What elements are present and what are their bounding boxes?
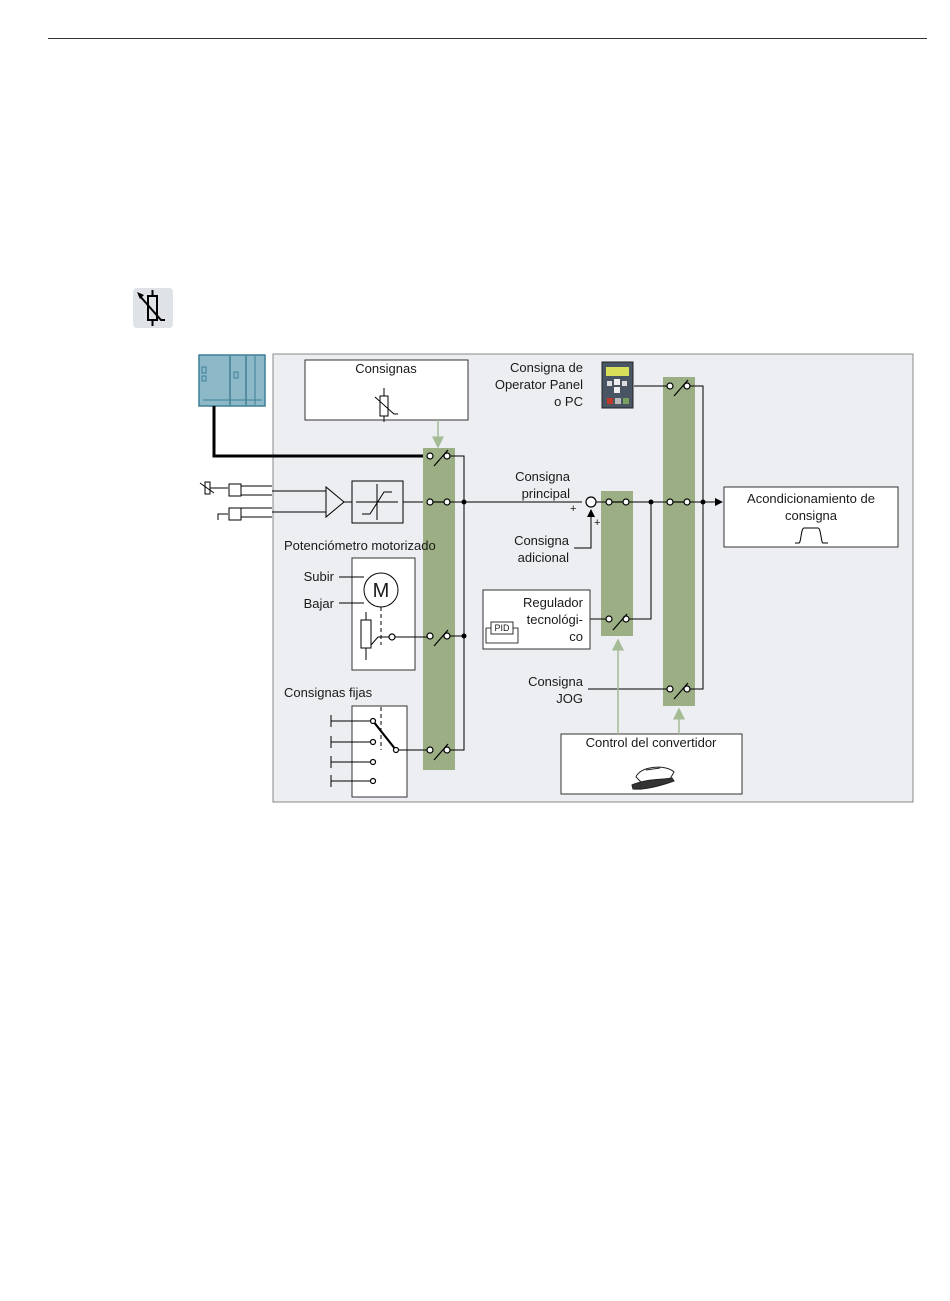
op-panel-label-3: o PC	[554, 394, 583, 409]
switch-bar-main	[423, 448, 455, 770]
add-setpoint-label-2: adicional	[518, 550, 569, 565]
op-panel-label-1: Consigna de	[510, 360, 583, 375]
summing-point	[586, 497, 596, 507]
conditioning-label-2: consigna	[785, 508, 838, 523]
add-setpoint-label-1: Consigna	[514, 533, 570, 548]
plus-add: +	[594, 517, 600, 529]
switch-bar-pid	[601, 491, 633, 636]
pid-label-1: Regulador	[523, 595, 584, 610]
conditioning-label-1: Acondicionamiento de	[747, 491, 875, 506]
pid-label-3: co	[569, 629, 583, 644]
switch-bar-output	[663, 377, 695, 706]
pid-tag: PID	[494, 623, 510, 633]
plus-main: +	[570, 503, 576, 515]
setpoint-source-label: Consignas	[355, 361, 417, 376]
motpot-label: Potenciómetro motorizado	[284, 538, 436, 553]
operator-panel-icon	[602, 362, 633, 408]
drive-control-label: Control del convertidor	[586, 735, 717, 750]
up-label: Subir	[304, 569, 335, 584]
fixed-setpoints-box	[352, 706, 407, 797]
motor-letter: M	[373, 580, 390, 602]
op-panel-label-2: Operator Panel	[495, 377, 583, 392]
down-label: Bajar	[304, 596, 335, 611]
main-setpoint-label-1: Consigna	[515, 469, 571, 484]
jog-label-2: JOG	[556, 691, 583, 706]
jog-label-1: Consigna	[528, 674, 584, 689]
fixed-setpoints-label: Consignas fijas	[284, 685, 373, 700]
pid-label-2: tecnológi-	[527, 612, 583, 627]
plc-icon	[199, 355, 265, 406]
main-setpoint-label-2: principal	[522, 486, 571, 501]
